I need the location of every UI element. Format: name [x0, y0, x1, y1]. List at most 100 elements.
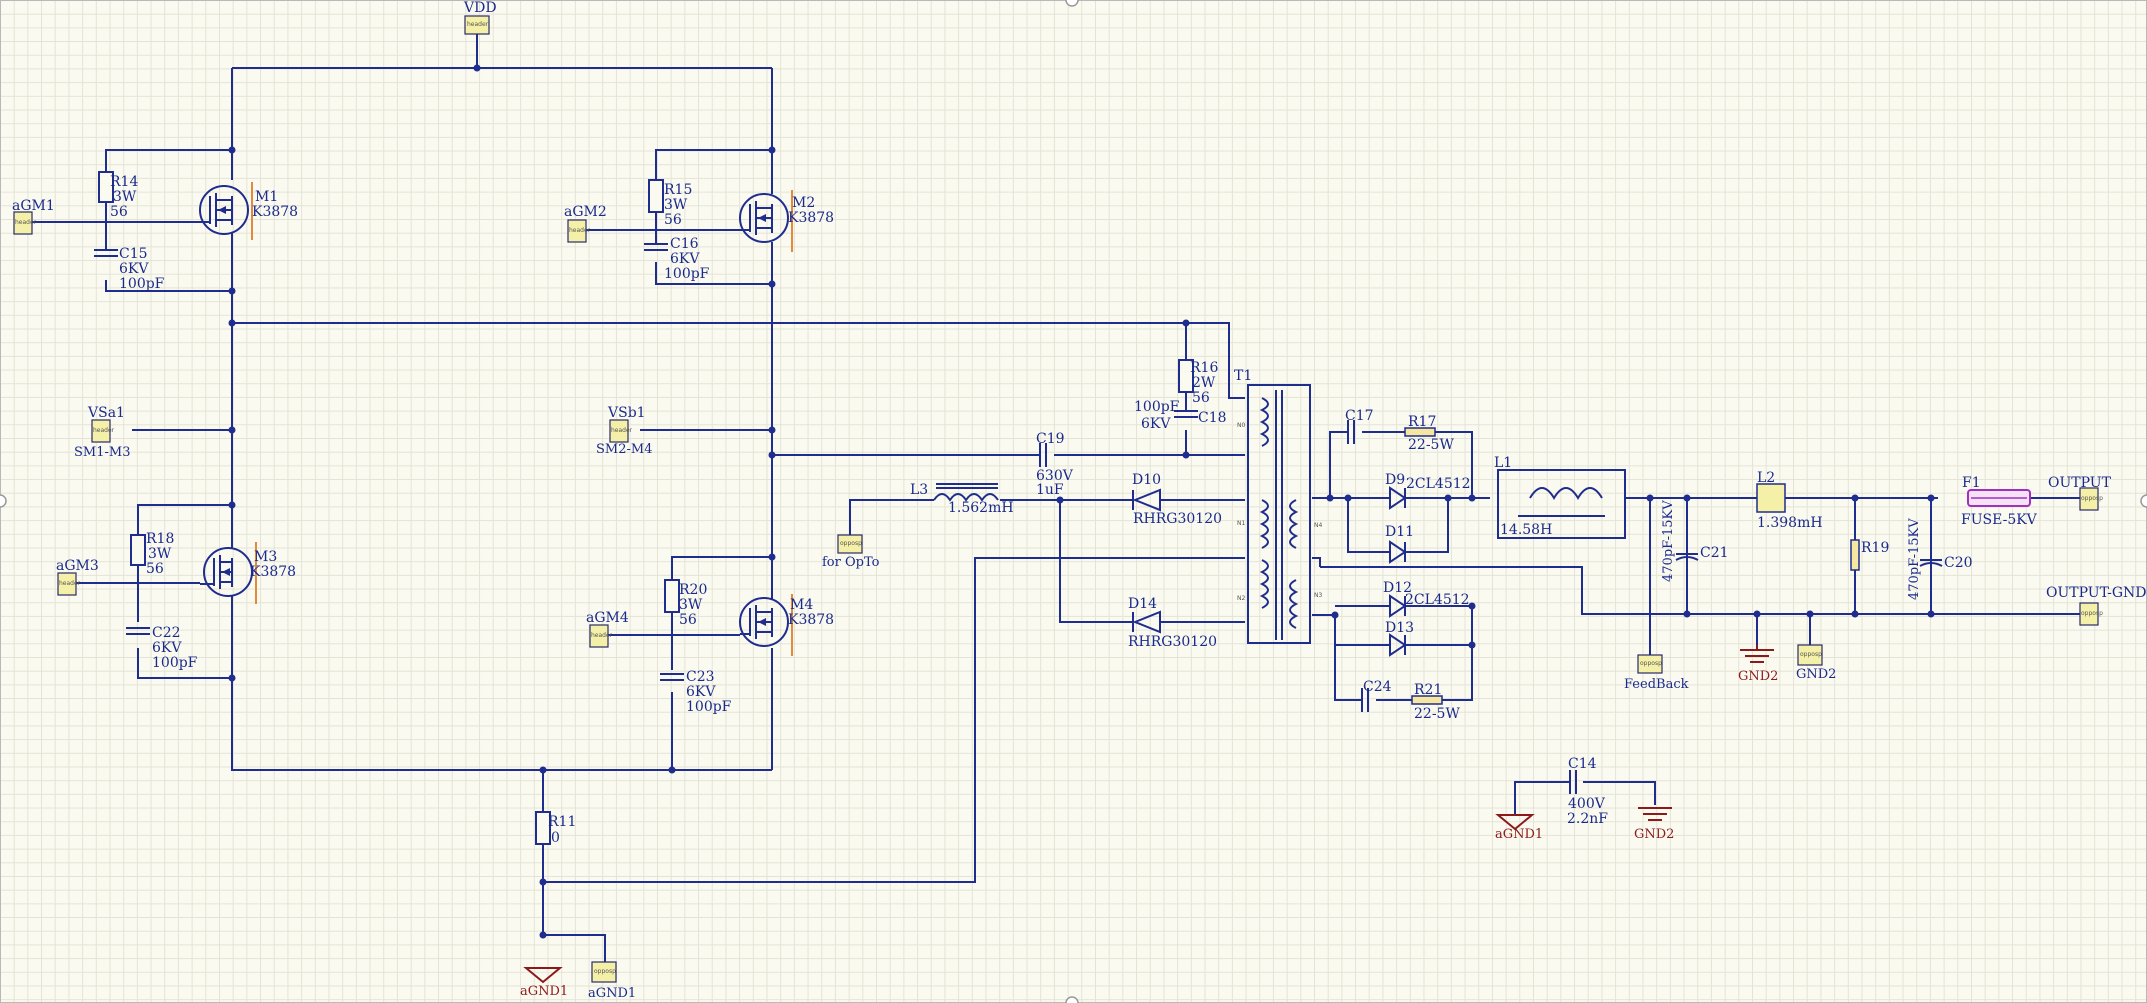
resistor-r21[interactable]: R21 22-5W: [1411, 682, 1460, 722]
mosfet-m4[interactable]: M4 K3878: [739, 594, 834, 656]
selection-handle-top[interactable]: [1065, 0, 1079, 7]
ground-agnd1-main[interactable]: aGND1: [520, 967, 568, 999]
resistor-r17[interactable]: R17 22-5W: [1404, 414, 1454, 453]
mosfet-m3[interactable]: M3 K3878: [200, 542, 296, 604]
port-feedback[interactable]: opposp FeedBack: [1624, 654, 1689, 692]
svg-text:100pF: 100pF: [686, 699, 732, 715]
capacitor-c20[interactable]: C20 470pF-15KV: [1907, 518, 1973, 600]
svg-text:R21: R21: [1414, 682, 1442, 698]
svg-text:header: header: [591, 632, 613, 639]
svg-text:header: header: [611, 427, 633, 434]
port-agm4[interactable]: header aGM4: [586, 610, 629, 648]
svg-text:N4: N4: [1314, 522, 1322, 529]
diode-d11[interactable]: D11: [1385, 524, 1414, 564]
capacitor-c18[interactable]: C18 100pF 6KV: [1134, 399, 1227, 432]
resistor-r20[interactable]: R20 3W 56: [664, 579, 707, 628]
capacitor-c14[interactable]: C14 400V 2.2nF: [1567, 756, 1608, 827]
svg-text:C22: C22: [152, 625, 181, 641]
capacitor-c23[interactable]: C23 6KV 100pF: [660, 669, 732, 715]
capacitor-c22[interactable]: C22 6KV 100pF: [126, 625, 198, 671]
svg-text:N3: N3: [1314, 592, 1322, 599]
inductor-l2[interactable]: L2 1.398mH: [1756, 470, 1823, 531]
junctions: [228, 64, 1935, 939]
selection-handle-bottom[interactable]: [1065, 996, 1079, 1003]
svg-text:R18: R18: [146, 531, 174, 547]
port-agm3[interactable]: header aGM3: [56, 558, 99, 596]
port-label: aGM1: [12, 198, 55, 214]
svg-text:R11: R11: [548, 814, 576, 830]
svg-text:C24: C24: [1363, 679, 1392, 695]
svg-text:T1: T1: [1234, 368, 1252, 384]
svg-text:K3878: K3878: [788, 612, 834, 628]
svg-text:C16: C16: [670, 236, 699, 252]
svg-text:D10: D10: [1132, 472, 1161, 488]
diode-d9[interactable]: D9 2CL4512: [1385, 472, 1471, 510]
selection-handle-left[interactable]: [0, 494, 7, 508]
svg-text:100pF: 100pF: [1134, 399, 1180, 415]
inductor-l3[interactable]: L3 1.562mH: [910, 482, 1014, 516]
svg-text:22-5W: 22-5W: [1414, 706, 1460, 722]
capacitor-c16[interactable]: C16 6KV 100pF: [644, 236, 710, 282]
svg-text:R14: R14: [110, 174, 138, 190]
capacitor-c15[interactable]: C15 6KV 100pF: [94, 246, 165, 292]
port-vdd[interactable]: header VDD: [463, 0, 497, 35]
mosfet-m1[interactable]: M1 K3878: [199, 182, 298, 240]
port-output-gnd2[interactable]: opposp OUTPUT-GND2: [2046, 585, 2147, 626]
diode-d10[interactable]: D10 RHRG30120: [1132, 472, 1222, 527]
svg-text:56: 56: [146, 561, 164, 577]
svg-text:opposp: opposp: [594, 968, 616, 975]
port-gnd2[interactable]: opposp GND2: [1796, 644, 1836, 682]
svg-text:D14: D14: [1128, 596, 1157, 612]
svg-text:opposp: opposp: [1640, 660, 1662, 667]
capacitor-c19[interactable]: C19 630V 1uF: [1036, 431, 1074, 498]
ground-gnd2-output[interactable]: GND2: [1738, 645, 1778, 684]
diode-d13[interactable]: D13: [1385, 620, 1414, 657]
port-sublabel: SM2-M4: [596, 442, 652, 457]
capacitor-c21[interactable]: C21 470pF-15KV: [1661, 500, 1729, 582]
resistor-r14[interactable]: R14 3W 56: [98, 171, 138, 220]
capacitor-c17[interactable]: C17: [1345, 408, 1374, 444]
svg-text:D12: D12: [1383, 580, 1412, 596]
svg-text:56: 56: [679, 612, 697, 628]
svg-text:470pF-15KV: 470pF-15KV: [1661, 500, 1676, 582]
port-for-opto[interactable]: opposp for OpTo: [822, 534, 880, 570]
svg-text:K3878: K3878: [788, 210, 834, 226]
mosfet-m2[interactable]: M2 K3878: [739, 190, 834, 252]
fuse-f1[interactable]: F1 FUSE-5KV: [1961, 475, 2038, 528]
choke-l1[interactable]: L1 14.58H: [1494, 455, 1626, 539]
svg-text:2CL4512: 2CL4512: [1405, 592, 1470, 608]
ground-agnd1-c14[interactable]: aGND1: [1495, 814, 1543, 842]
svg-text:header: header: [93, 427, 115, 434]
diode-d14[interactable]: D14 RHRG30120: [1128, 596, 1217, 650]
resistor-r19[interactable]: R19: [1850, 539, 1889, 571]
svg-text:6KV: 6KV: [670, 251, 700, 267]
port-label: VDD: [463, 0, 497, 16]
svg-text:C19: C19: [1036, 431, 1065, 447]
diode-d12[interactable]: D12 2CL4512: [1383, 580, 1470, 618]
ground-gnd2-c14[interactable]: GND2: [1634, 807, 1674, 842]
port-agnd1[interactable]: opposp aGND1: [588, 961, 636, 1001]
port-agm2[interactable]: header aGM2: [564, 204, 607, 243]
transformer-t1[interactable]: N0 N1 N2 N3 N4 T1: [1234, 368, 1322, 644]
port-label: for OpTo: [822, 555, 880, 570]
svg-text:R19: R19: [1861, 540, 1889, 556]
port-output[interactable]: opposp OUTPUT: [2048, 475, 2112, 511]
port-agm1[interactable]: header aGM1: [12, 198, 55, 235]
svg-text:R16: R16: [1190, 360, 1218, 376]
svg-text:3W: 3W: [148, 546, 172, 562]
port-label: VSa1: [87, 405, 125, 421]
svg-text:3W: 3W: [664, 197, 688, 213]
selection-handle-right[interactable]: [2140, 494, 2147, 508]
resistor-r15[interactable]: R15 3W 56: [648, 179, 692, 228]
svg-text:R15: R15: [664, 182, 692, 198]
port-label: aGM2: [564, 204, 607, 220]
port-vsa1[interactable]: header VSa1 SM1-M3: [74, 405, 130, 460]
port-vsb1[interactable]: header VSb1 SM2-M4: [596, 405, 652, 457]
svg-text:FUSE-5KV: FUSE-5KV: [1961, 512, 2038, 528]
resistor-r16[interactable]: R16 2W 56: [1178, 359, 1218, 406]
resistor-r18[interactable]: R18 3W 56: [130, 531, 174, 577]
svg-text:aGND1: aGND1: [520, 984, 568, 999]
capacitor-c24[interactable]: C24: [1361, 679, 1392, 712]
resistor-r11[interactable]: R11 0: [535, 811, 576, 846]
